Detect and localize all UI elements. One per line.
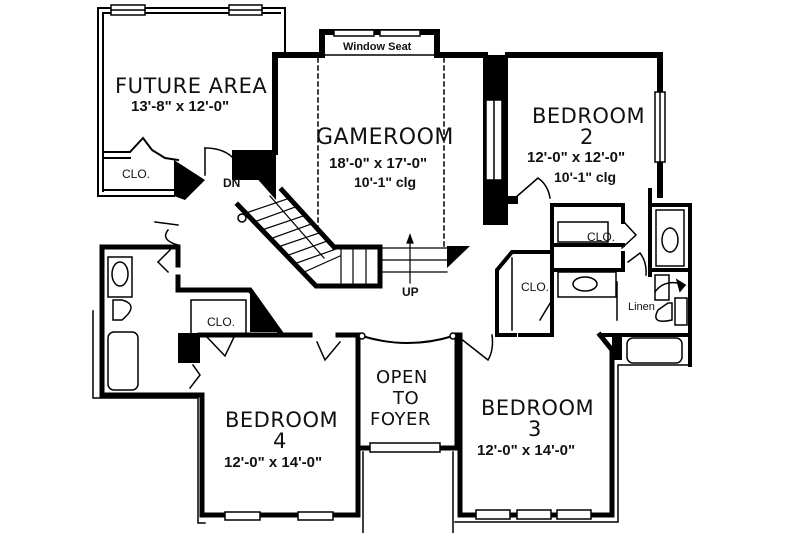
bedroom4-dims: 12'-0" x 14'-0" [224, 454, 323, 471]
open-to-foyer-line3: FOYER [370, 409, 431, 430]
bedroom3-label: BEDROOM [481, 396, 595, 420]
right-sink-2 [661, 227, 679, 253]
bedroom2-dims: 12'-0" x 12'-0" [527, 149, 626, 166]
newel-post [237, 213, 247, 223]
left-sink [111, 261, 129, 287]
bedroom2-closet-label: CLO. [587, 230, 616, 244]
bedroom4-closet-label: CLO. [207, 315, 236, 329]
foyer-window [369, 442, 441, 453]
bedroom3-dims: 12'-0" x 14'-0" [477, 442, 576, 459]
linen-label: Linen [628, 301, 655, 313]
stair-treads [245, 195, 367, 287]
gameroom-dashed-lines [317, 57, 445, 247]
future-area-dims: 13'-8" x 12'-0" [131, 98, 230, 115]
open-to-foyer-line2: TO [393, 388, 420, 409]
future-closet-walls [102, 136, 180, 191]
bedroom2-label: BEDROOM [532, 104, 646, 128]
gameroom-ceiling: 10'-1" clg [354, 174, 417, 190]
right-toilet [655, 302, 673, 322]
right-sink-1 [572, 276, 598, 292]
bedroom4-number: 4 [273, 429, 287, 453]
bedroom4-closet [190, 299, 247, 336]
future-closet-label: CLO. [122, 167, 151, 181]
left-toilet [112, 299, 132, 321]
bedroom3-walls [457, 331, 615, 518]
bedroom4-label: BEDROOM [225, 408, 339, 432]
bedroom3-windows [475, 509, 592, 520]
window-seat-windows [333, 29, 421, 37]
bedroom3-number: 3 [528, 417, 542, 441]
stairs-up-label: UP [402, 285, 419, 299]
future-area-windows [110, 4, 263, 16]
bedroom2-number: 2 [580, 125, 594, 149]
bedroom2-ceiling: 10'-1" clg [554, 169, 617, 185]
bedroom4-walls [197, 332, 361, 518]
bedroom2-door [513, 177, 551, 200]
staircase [234, 186, 383, 289]
gameroom-step-up [379, 233, 448, 284]
future-area-label: FUTURE AREA [115, 74, 268, 98]
right-bath-walls [495, 188, 692, 367]
right-vanity [557, 271, 617, 298]
gameroom-label: GAMEROOM [316, 125, 454, 150]
bedroom4-windows [224, 511, 334, 521]
open-to-foyer-line1: OPEN [376, 367, 428, 388]
bedroom3-closet-label: CLO. [521, 280, 550, 294]
right-tub [626, 337, 683, 364]
gameroom-dims: 18'-0" x 17'-0" [329, 155, 428, 172]
future-closet-wall-solid [174, 160, 205, 200]
left-tub [107, 331, 139, 391]
window-seat-label: Window Seat [343, 41, 412, 53]
foyer-railing [360, 334, 455, 344]
stairs-down-label: DN [223, 176, 241, 190]
